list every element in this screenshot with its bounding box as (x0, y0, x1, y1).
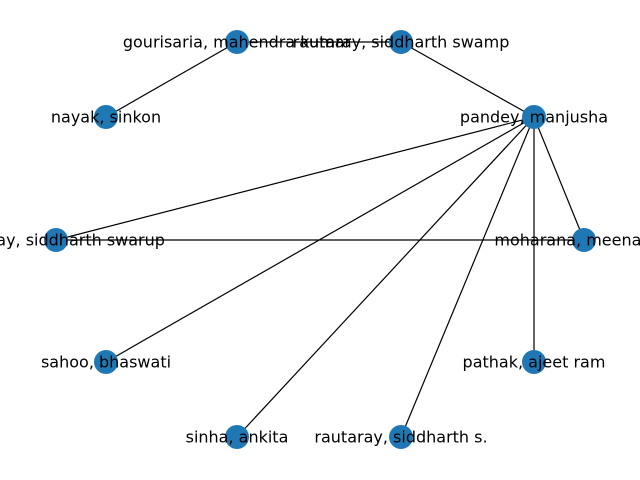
edge-n4-n6 (533, 116, 585, 241)
node-label: sahoo, bhaswati (41, 353, 171, 372)
graph-node (94, 105, 118, 129)
node-label: gourisaria, mahendra kumar (123, 33, 352, 52)
graph-node (44, 228, 68, 252)
graph-node (522, 105, 546, 129)
edge-n2-n4 (400, 41, 535, 118)
edge-n4-n10 (400, 116, 535, 438)
node-label: moharana, meenakshi (494, 231, 640, 250)
graph-node (389, 425, 413, 449)
node-label: pandey, manjusha (460, 108, 608, 127)
node-label: nayak, sinkon (51, 108, 161, 127)
node-label: pathak, ajeet ram (463, 353, 606, 372)
edge-n4-n9 (236, 116, 535, 438)
nodes-layer (44, 30, 596, 449)
graph-node (389, 30, 413, 54)
edge-n4-n5 (55, 116, 535, 241)
graph-node (225, 30, 249, 54)
node-label: rautaray, siddharth s. (314, 428, 487, 447)
edges-layer (55, 41, 585, 438)
edge-n1-n3 (105, 41, 238, 118)
graph-node (522, 350, 546, 374)
node-label: rautaray, siddharth swarup (0, 231, 165, 250)
graph-node (94, 350, 118, 374)
node-label: rautaray, siddharth swamp (293, 33, 510, 52)
graph-node (225, 425, 249, 449)
node-label: sinha, ankita (186, 428, 289, 447)
graph-node (572, 228, 596, 252)
